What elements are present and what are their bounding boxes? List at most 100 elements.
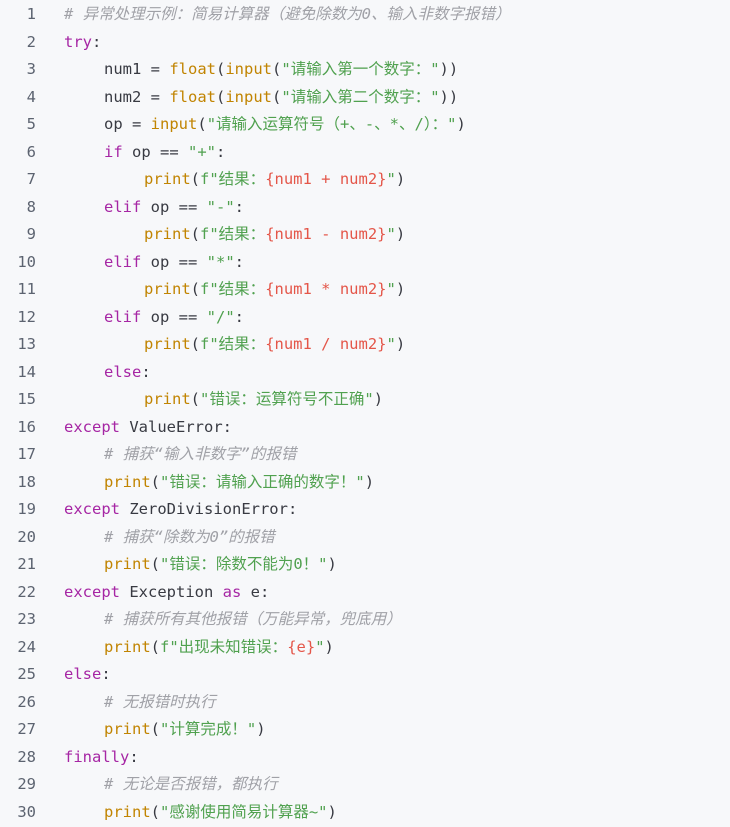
string-token: "感谢使用简易计算器~"	[160, 802, 328, 821]
code-line: 29# 无论是否报错，都执行	[0, 771, 730, 799]
line-number: 12	[17, 307, 36, 326]
line-number: 6	[26, 142, 36, 161]
code-token: (	[190, 390, 201, 408]
code-token: Exception	[120, 582, 223, 601]
code-token: ValueError:	[120, 417, 232, 436]
code-line: 28 finally:	[0, 744, 730, 772]
function-token: print	[104, 637, 151, 656]
code-token: (	[216, 60, 226, 78]
code-token: :	[101, 665, 111, 683]
keyword-token: as	[222, 582, 242, 601]
line-number: 24	[17, 637, 36, 656]
code-token: op ==	[141, 252, 207, 271]
string-token: f"出现未知错误：	[160, 637, 288, 656]
interpolation-token: {num1 + num2}	[265, 170, 387, 188]
string-token: f"结果：	[200, 170, 266, 188]
code-token: e:	[241, 582, 270, 601]
code-text: print(f"出现未知错误：{e}")	[104, 634, 334, 662]
code-token: )	[456, 115, 466, 133]
code-text: else:	[104, 359, 151, 387]
string-token: "错误：运算符号不正确"	[200, 390, 374, 408]
code-token: )	[327, 802, 337, 821]
code-token: op ==	[141, 197, 207, 216]
code-text: if op == "+":	[104, 139, 225, 167]
function-token: print	[144, 170, 191, 188]
line-number: 14	[17, 362, 36, 381]
code-text: num1 = float(input("请输入第一个数字："))	[104, 56, 458, 84]
line-number: 28	[17, 747, 36, 766]
interpolation-token: {num1 * num2}	[265, 280, 387, 298]
code-line: 13 print(f"结果：{num1 / num2}")	[0, 331, 730, 359]
code-token: :	[129, 747, 139, 766]
code-text: # 无报错时执行	[104, 689, 216, 717]
line-number: 1	[26, 5, 36, 23]
keyword-token: if	[104, 142, 123, 161]
code-token: :	[234, 307, 244, 326]
code-text: else:	[64, 661, 111, 689]
function-token: print	[144, 280, 191, 298]
function-token: print	[144, 225, 191, 243]
string-token: "/"	[206, 307, 235, 326]
line-number: 5	[26, 115, 36, 133]
code-token: (	[150, 637, 161, 656]
line-number: 21	[17, 555, 36, 573]
code-token: )	[395, 225, 406, 243]
code-token: ))	[439, 60, 459, 78]
comment-token: # 无论是否报错，都执行	[104, 775, 278, 793]
code-line: 23 # 捕获所有其他报错（万能异常，兜底用）	[0, 606, 730, 634]
code-text: elif op == "*":	[104, 249, 244, 277]
code-token: (	[190, 170, 201, 188]
code-text: print(f"结果：{num1 * num2}")	[144, 276, 405, 304]
code-token: (	[272, 87, 282, 106]
code-text: op = input("请输入运算符号（+、-、*、/）：")	[104, 111, 466, 139]
interpolation-token: {e}	[287, 637, 316, 656]
code-token: (	[150, 720, 161, 738]
string-token: "	[386, 170, 396, 188]
string-token: "	[386, 280, 396, 298]
line-number: 4	[26, 87, 36, 106]
string-token: "错误：除数不能为0！"	[160, 555, 328, 573]
code-text: num2 = float(input("请输入第二个数字："))	[104, 84, 458, 112]
code-token: (	[150, 802, 161, 821]
line-number: 2	[26, 32, 36, 51]
code-text: print(f"结果：{num1 / num2}")	[144, 331, 405, 359]
code-text: # 异常处理示例：简易计算器（避免除数为0、输入非数字报错）	[64, 1, 511, 29]
code-token: :	[216, 142, 226, 161]
string-token: "+"	[188, 142, 216, 161]
code-text: print("计算完成！")	[104, 716, 266, 744]
line-number: 19	[17, 500, 36, 518]
code-text: except Exception as e:	[64, 579, 269, 607]
comment-token: # 捕获所有其他报错（万能异常，兜底用）	[104, 610, 402, 628]
string-token: "错误：请输入正确的数字！"	[160, 472, 365, 491]
string-token: "请输入第一个数字："	[281, 60, 440, 78]
code-line: 17# 捕获“输入非数字”的报错	[0, 441, 730, 469]
function-token: float	[169, 60, 216, 78]
keyword-token: except	[64, 582, 120, 601]
line-number: 13	[17, 335, 36, 353]
string-token: "计算完成！"	[160, 720, 257, 738]
comment-token: # 无报错时执行	[104, 692, 216, 711]
code-token: (	[150, 472, 161, 491]
keyword-token: else	[64, 665, 102, 683]
code-text: elif op == "/":	[104, 304, 244, 332]
keyword-token: except	[64, 417, 120, 436]
code-token: )	[327, 555, 337, 573]
keyword-token: try	[64, 32, 92, 51]
string-token: f"结果：	[200, 335, 266, 353]
code-token: )	[373, 390, 384, 408]
string-token: "请输入运算符号（+、-、*、/）："	[206, 115, 457, 133]
line-number: 23	[17, 610, 36, 628]
keyword-token: finally	[64, 747, 130, 766]
string-token: "	[315, 637, 325, 656]
code-token: op ==	[122, 142, 188, 161]
comment-token: # 捕获“除数为0”的报错	[104, 527, 275, 546]
